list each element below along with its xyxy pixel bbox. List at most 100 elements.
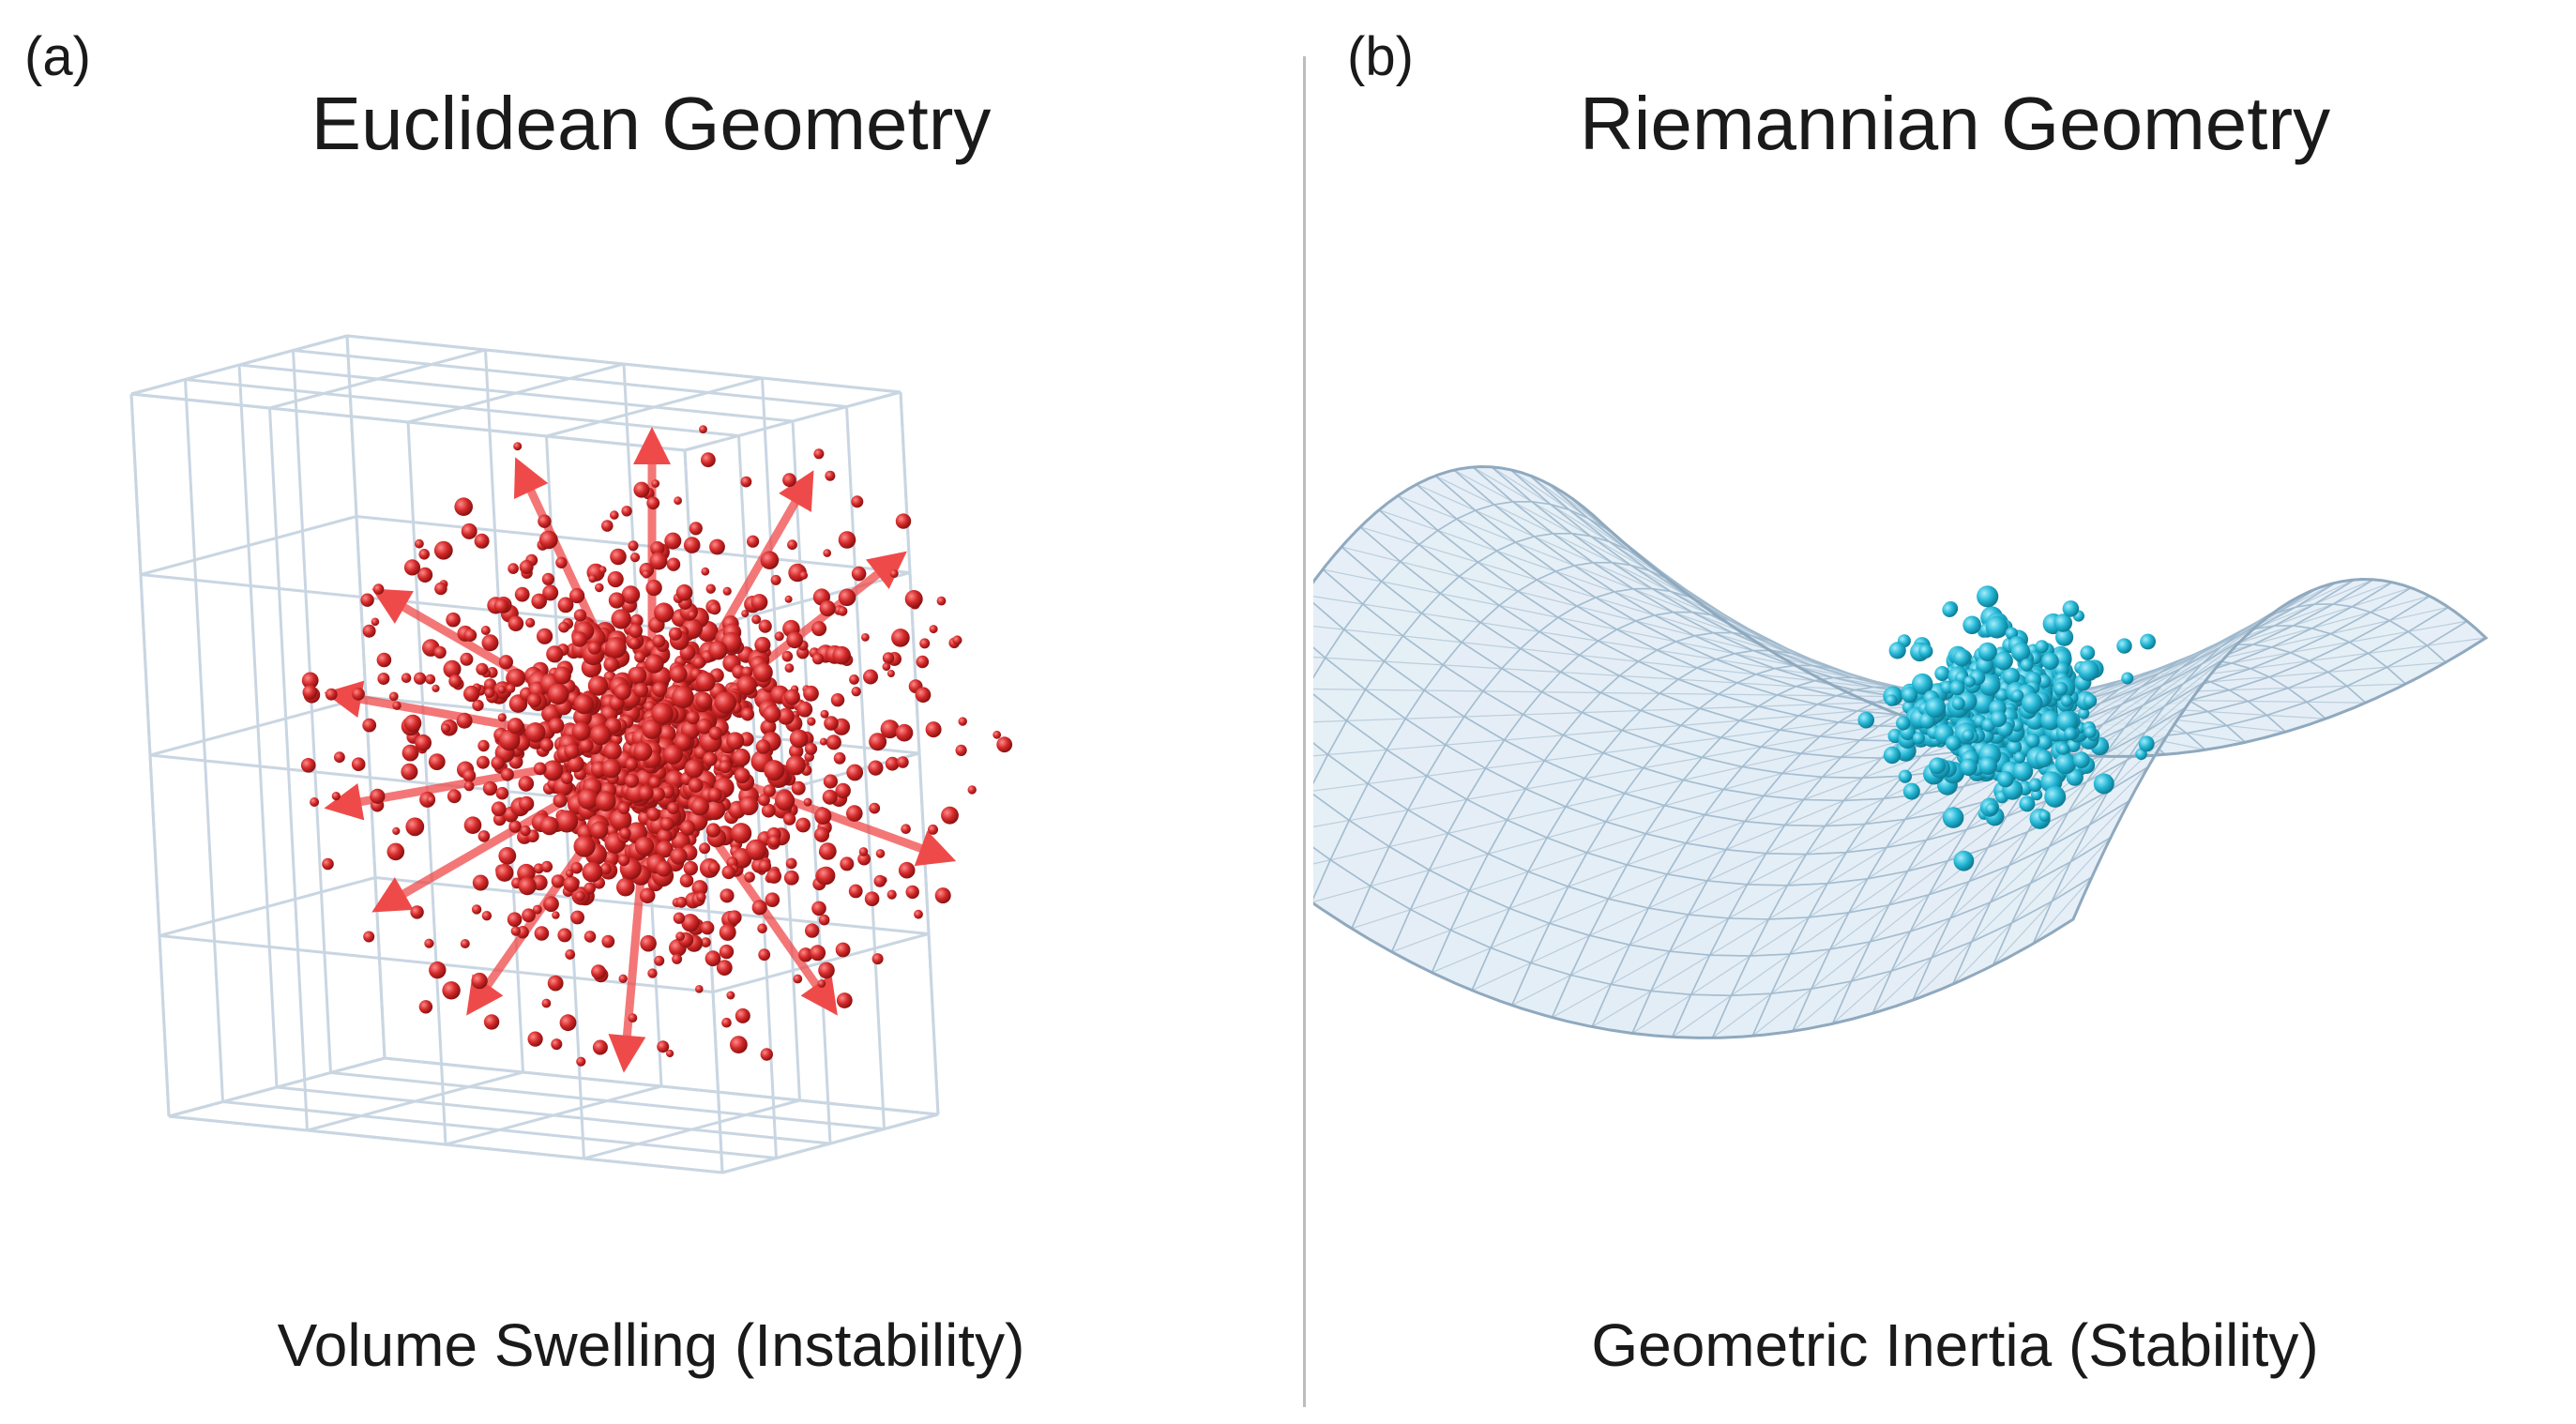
- red-particle: [873, 874, 886, 887]
- blue-particle: [2066, 768, 2084, 786]
- red-particle: [558, 621, 569, 633]
- mesh-diagonal: [1384, 660, 1444, 666]
- mesh-diagonal: [1629, 565, 1690, 598]
- mesh-diagonal: [1490, 922, 1551, 949]
- mesh-diagonal: [1472, 466, 1533, 503]
- red-particle: [524, 722, 546, 743]
- red-particle: [838, 588, 856, 607]
- mesh-diagonal: [2352, 586, 2412, 608]
- blue-particle: [1934, 666, 1950, 681]
- red-particle: [508, 820, 522, 833]
- cube-grid-line: [721, 1113, 939, 1174]
- red-particle: [633, 742, 653, 762]
- mesh-diagonal: [1511, 974, 1571, 1007]
- mesh-diagonal: [1931, 901, 1992, 959]
- red-particle: [471, 904, 482, 915]
- blue-particle: [1912, 732, 1925, 745]
- red-particle: [405, 817, 425, 837]
- red-particle: [861, 633, 870, 642]
- red-particle: [607, 570, 624, 588]
- mesh-diagonal: [1732, 631, 1792, 654]
- mesh-diagonal: [1635, 620, 1695, 637]
- blue-particle: [2060, 694, 2073, 707]
- red-particle: [901, 824, 911, 834]
- red-particle: [818, 914, 830, 926]
- blue-particle: [1995, 688, 2009, 702]
- red-particle: [871, 953, 884, 965]
- red-particle: [880, 720, 900, 739]
- red-particle: [537, 628, 553, 644]
- mesh-diagonal: [1798, 710, 1858, 717]
- red-particle: [659, 817, 674, 831]
- red-particle: [672, 953, 683, 964]
- blue-particle: [2138, 735, 2155, 752]
- mesh-diagonal: [1313, 782, 1369, 792]
- red-particle: [882, 652, 895, 664]
- red-particle: [753, 662, 773, 683]
- mesh-diagonal: [1669, 917, 1730, 952]
- red-particle: [629, 666, 647, 685]
- mesh-diagonal: [1595, 597, 1655, 616]
- red-particle: [534, 926, 550, 941]
- red-particle: [603, 741, 622, 761]
- mesh-diagonal: [1325, 657, 1385, 662]
- red-particle: [763, 784, 776, 797]
- red-particle: [425, 674, 436, 685]
- riemannian-saddle-figure: [1313, 188, 2576, 1295]
- blue-particle: [2002, 667, 2021, 686]
- red-particle: [719, 760, 732, 774]
- mesh-diagonal: [2182, 639, 2243, 685]
- red-particle: [614, 683, 631, 701]
- mesh-diagonal: [1792, 980, 1853, 1032]
- red-particle: [498, 729, 521, 751]
- red-particle: [454, 497, 474, 516]
- red-particle: [587, 641, 601, 655]
- cube-grid-line: [546, 376, 763, 438]
- red-particle: [617, 854, 630, 867]
- mesh-diagonal: [1443, 664, 1502, 670]
- red-particle: [785, 857, 797, 870]
- red-particle: [701, 937, 711, 947]
- red-particle: [670, 847, 688, 865]
- saddle-outline: [1313, 465, 2489, 1039]
- mesh-diagonal: [2081, 687, 2142, 721]
- blue-particle: [2031, 789, 2043, 801]
- mesh-diagonal: [1610, 950, 1671, 985]
- red-particle: [647, 968, 658, 978]
- mesh-diagonal: [1469, 871, 1529, 892]
- mesh-diagonal: [1945, 775, 2005, 812]
- red-particle: [442, 981, 461, 1000]
- mesh-diagonal: [2140, 654, 2200, 689]
- blue-particle: [1857, 711, 1874, 729]
- red-particle: [428, 753, 446, 770]
- mesh-diagonal: [1447, 819, 1508, 834]
- mesh-diagonal: [1426, 767, 1486, 777]
- red-particle: [628, 1013, 638, 1023]
- red-particle: [360, 593, 374, 607]
- red-particle: [363, 931, 375, 943]
- red-particle: [628, 623, 644, 638]
- red-particle: [846, 805, 863, 822]
- red-particle: [818, 962, 835, 979]
- red-particle: [683, 537, 701, 553]
- mesh-diagonal: [1806, 824, 1866, 856]
- mesh-diagonal: [2427, 637, 2487, 646]
- blue-particle: [1953, 850, 1975, 871]
- blue-particle: [2020, 659, 2034, 672]
- blue-particle: [2010, 642, 2031, 662]
- blue-particle: [1963, 675, 1976, 688]
- red-particle: [325, 688, 338, 701]
- red-particle: [895, 723, 914, 742]
- panel-divider: [1303, 56, 1306, 1407]
- red-particle: [747, 535, 760, 548]
- blue-particle: [2140, 633, 2156, 650]
- mesh-diagonal: [1718, 693, 1778, 696]
- red-particle: [836, 992, 853, 1008]
- mesh-diagonal: [2107, 735, 2168, 792]
- mesh-diagonal: [1349, 809, 1409, 822]
- red-particle: [401, 673, 412, 683]
- panel-a-title: Euclidean Geometry: [311, 82, 992, 165]
- mesh-diagonal: [1789, 912, 1850, 955]
- panel-b-title: Riemannian Geometry: [1579, 82, 2331, 165]
- red-particle: [774, 631, 784, 642]
